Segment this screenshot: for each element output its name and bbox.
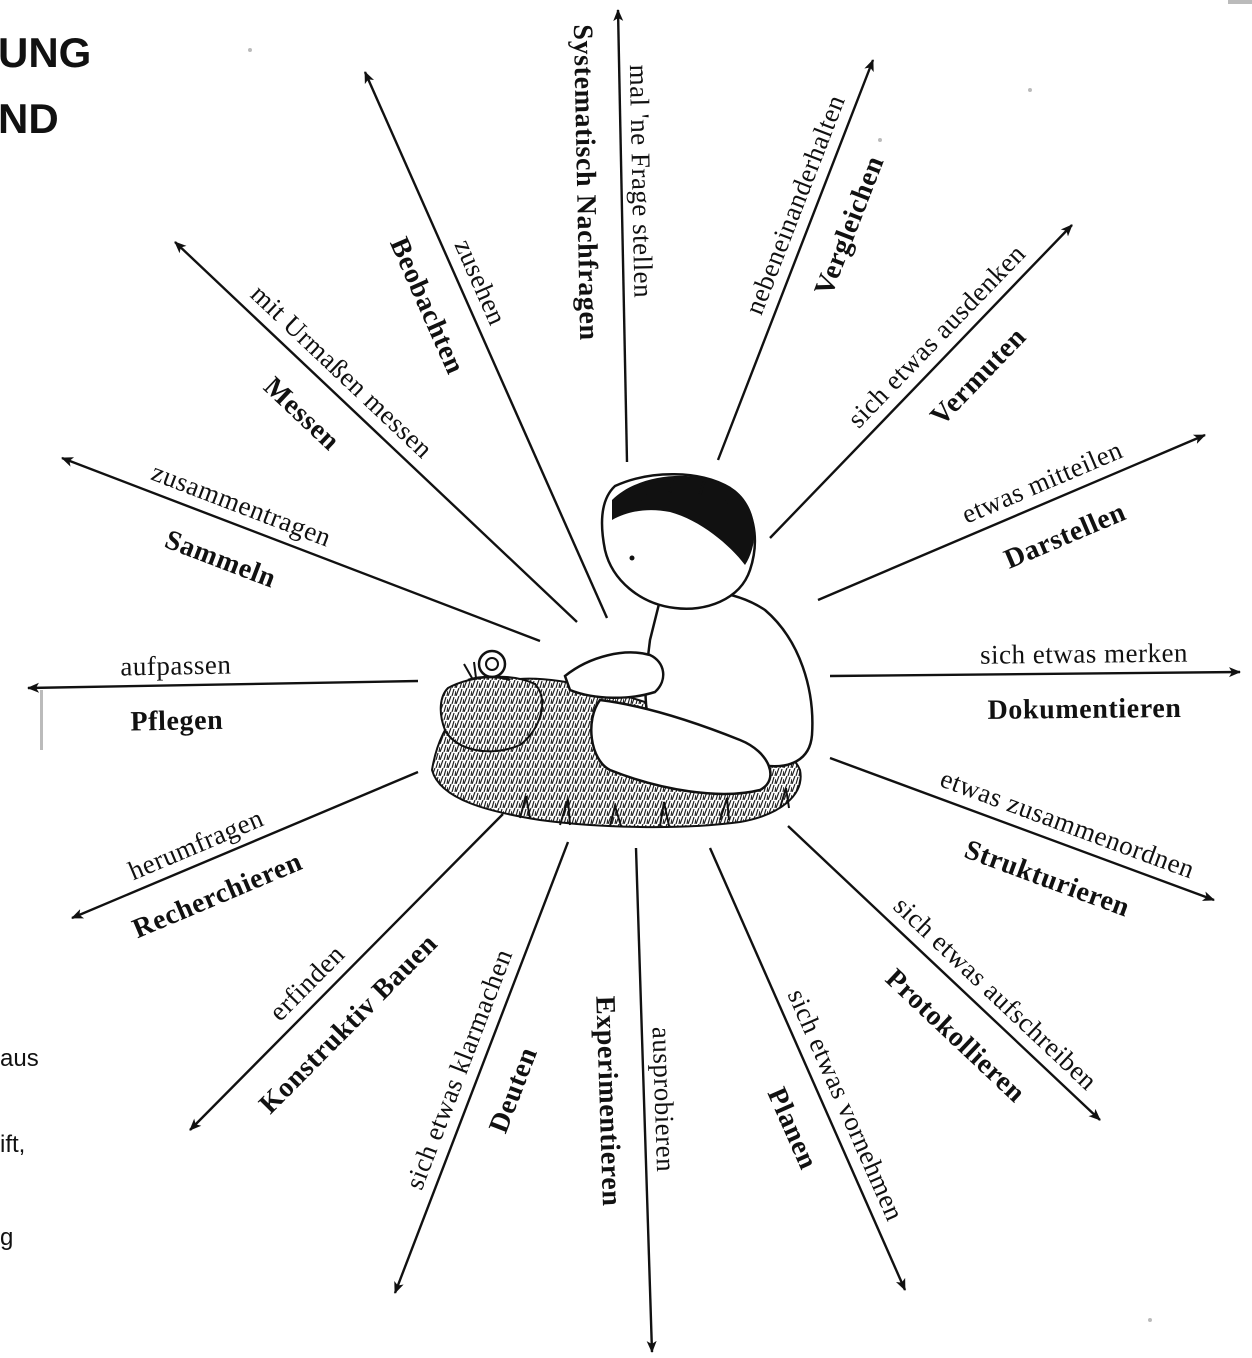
ray-skill-label: Darstellen — [1000, 496, 1131, 575]
ray-1: mal 'ne Frage stellen Systematisch Nachfr… — [567, 10, 659, 462]
child-with-snail-illustration — [432, 474, 812, 827]
ray-arrow — [395, 842, 568, 1293]
ray-arrow — [710, 848, 905, 1290]
ray-activity-label: aufpassen — [120, 650, 231, 682]
child — [565, 474, 812, 794]
ray-skill-label: Deuten — [483, 1043, 544, 1137]
ray-activity-label: ausprobieren — [646, 1026, 681, 1172]
ray-arrow — [830, 672, 1240, 676]
ray-skill-label: Pflegen — [130, 705, 223, 738]
ray-skill-label: Messen — [257, 371, 345, 457]
ray-activity-label: mal 'ne Frage stellen — [624, 64, 659, 298]
stone — [441, 677, 543, 752]
ray-activity-label: sich etwas merken — [980, 638, 1188, 670]
ray-skill-label: Dokumentieren — [987, 693, 1181, 726]
ray-skill-label: Experimentieren — [589, 995, 627, 1207]
ray-skill-label: Planen — [761, 1083, 824, 1174]
ray-activity-label: sich etwas klarmachen — [399, 945, 518, 1194]
ray-activity-label: sich etwas vornehmen — [782, 984, 910, 1225]
ray-9: ausprobieren Experimentieren — [589, 848, 681, 1352]
snail — [464, 651, 510, 680]
ray-arrow — [62, 458, 540, 641]
ray-arrow — [28, 681, 418, 688]
ray-skill-label: Systematisch Nachfragen — [567, 24, 604, 341]
